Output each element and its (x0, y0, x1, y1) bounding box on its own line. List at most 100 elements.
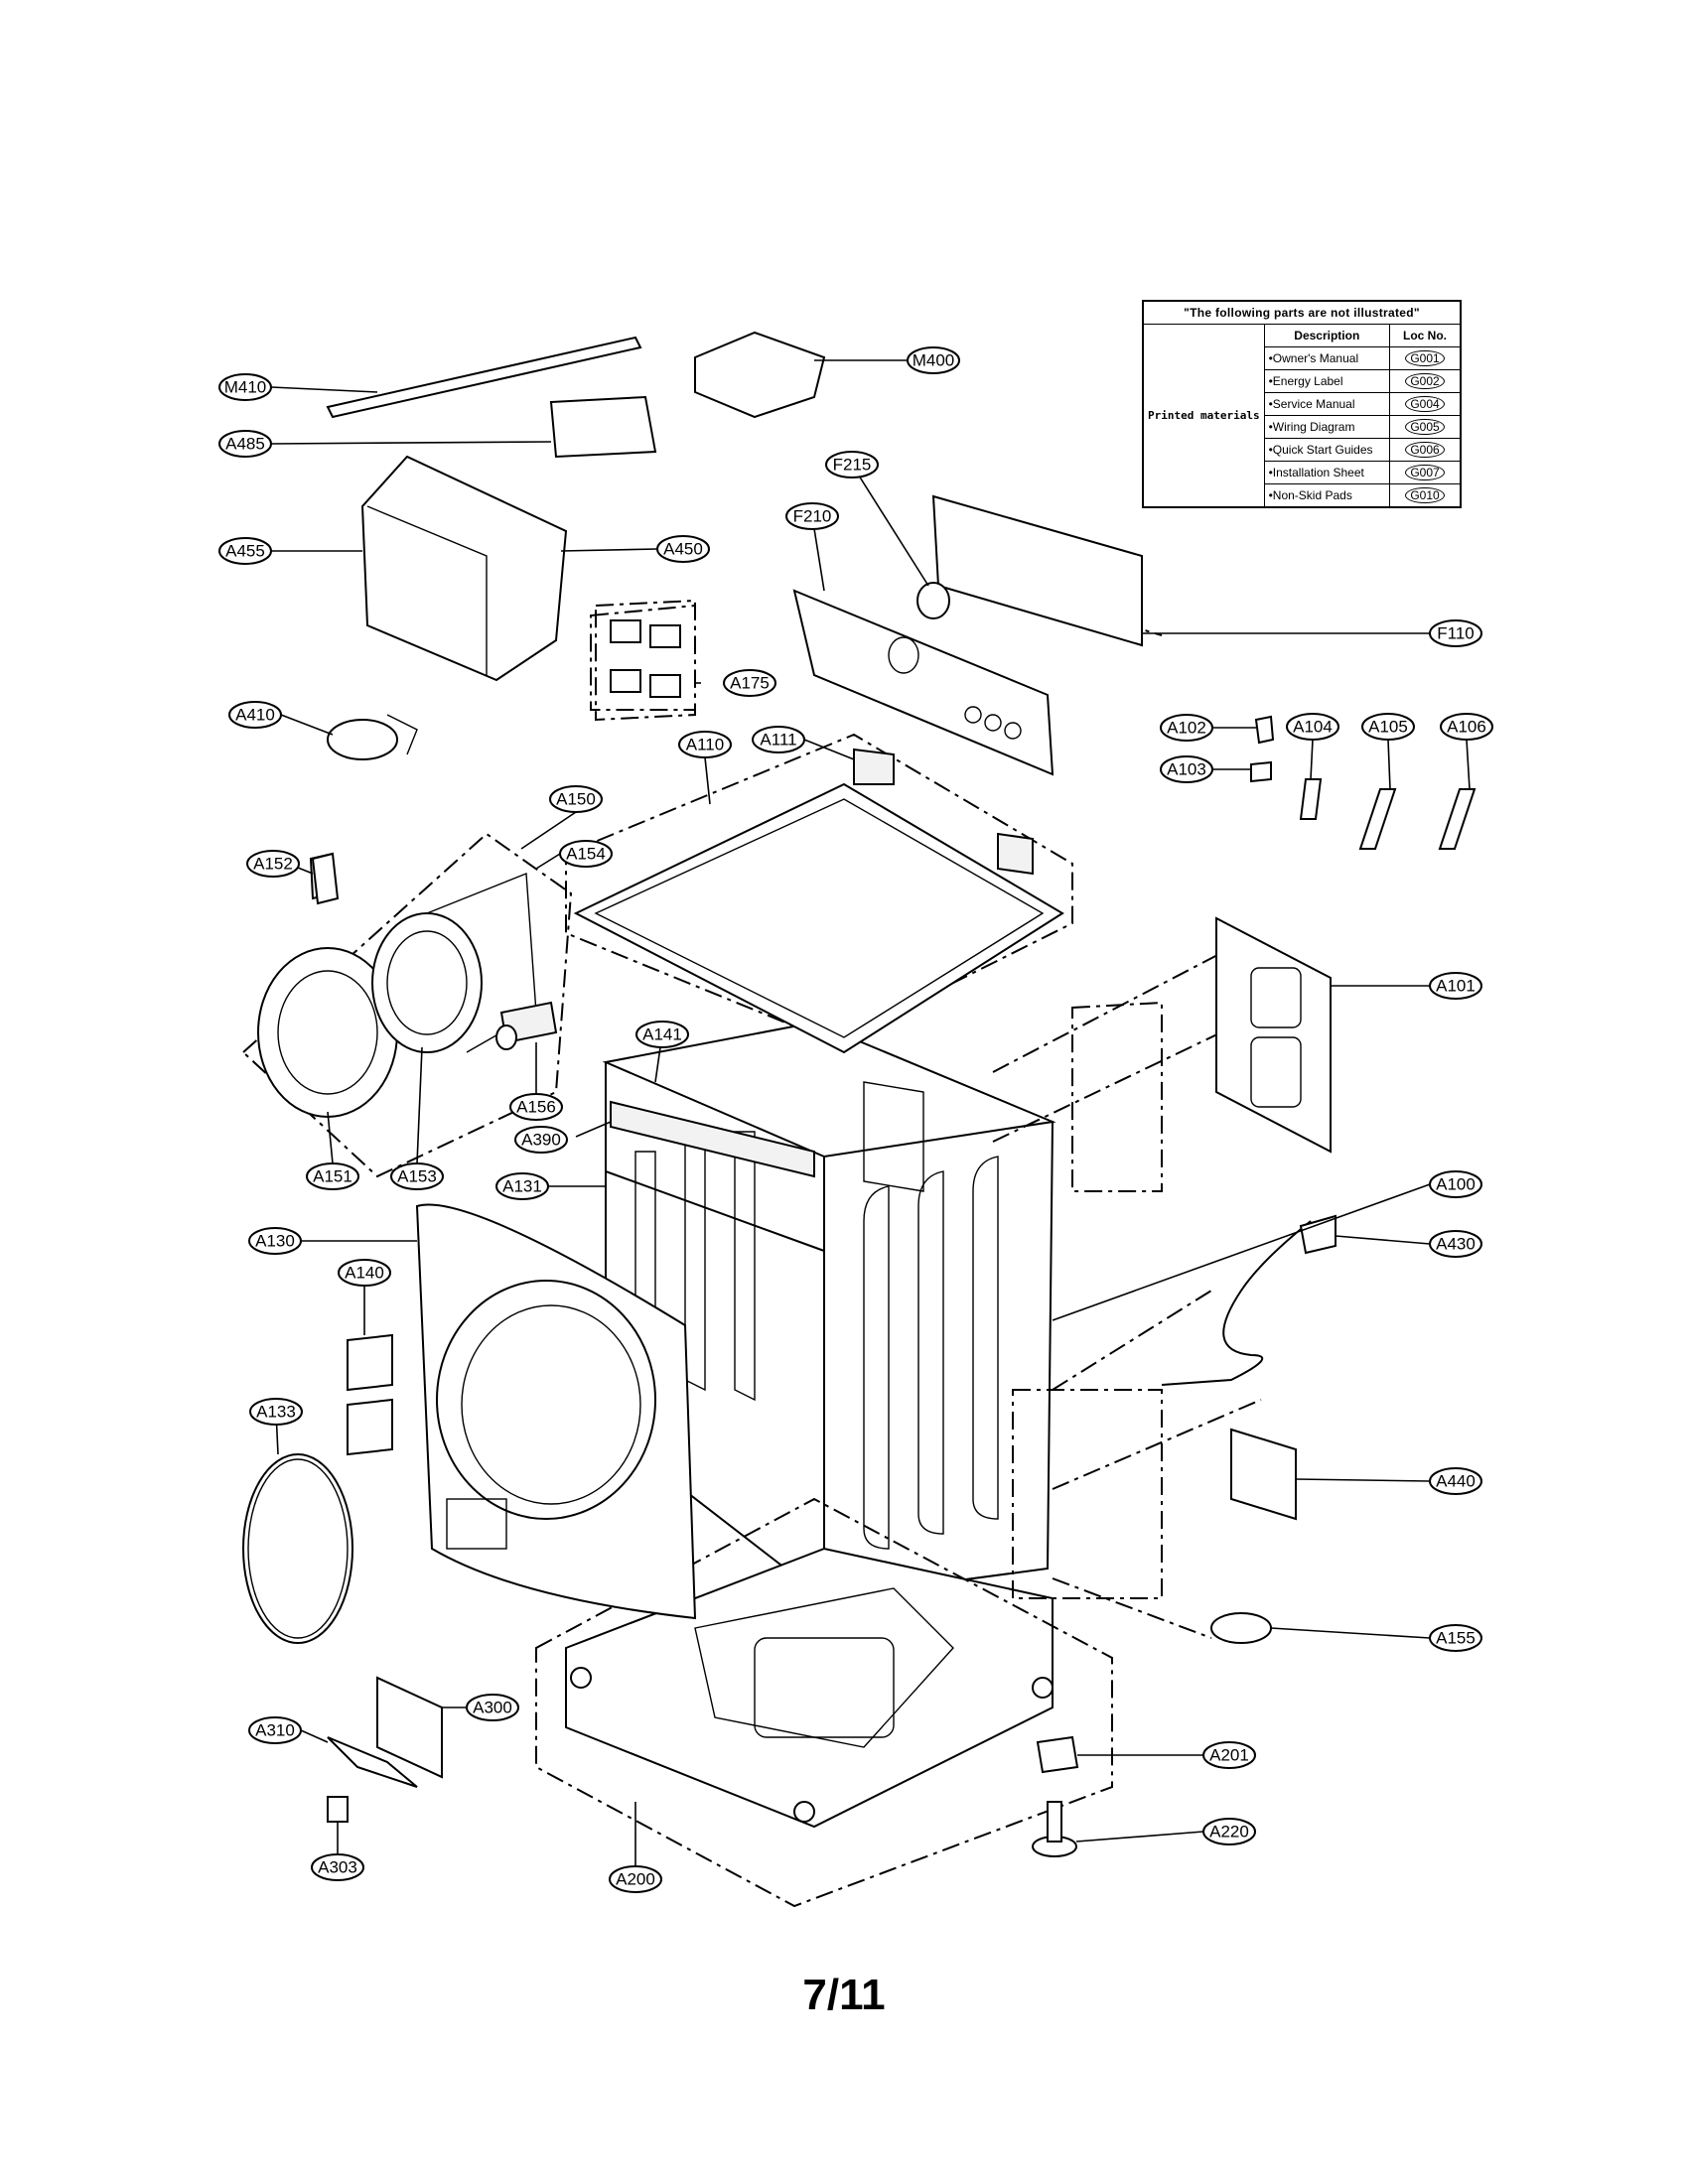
table-row: •Installation Sheet G007 (1143, 461, 1462, 484)
callout-A154: A154 (559, 840, 613, 868)
callout-A220: A220 (1202, 1818, 1256, 1845)
callout-A102: A102 (1160, 714, 1213, 742)
svg-text:A410: A410 (235, 706, 275, 725)
callout-M400: M400 (907, 346, 960, 374)
svg-text:A200: A200 (616, 1870, 655, 1889)
callout-A175: A175 (723, 669, 776, 697)
svg-text:A111: A111 (760, 731, 796, 750)
table-header: "The following parts are not illustrated… (1142, 300, 1462, 325)
callout-A485: A485 (218, 430, 272, 458)
row-description: •Wiring Diagram (1263, 415, 1391, 439)
svg-text:A150: A150 (556, 790, 596, 809)
svg-text:A220: A220 (1209, 1823, 1249, 1842)
svg-text:A151: A151 (313, 1167, 352, 1186)
svg-text:A105: A105 (1368, 718, 1408, 737)
svg-text:F210: F210 (793, 507, 832, 526)
door-assembly (415, 1203, 697, 1620)
row-description: •Owner's Manual (1263, 346, 1391, 370)
svg-text:A100: A100 (1436, 1175, 1476, 1194)
callout-A200: A200 (609, 1865, 662, 1893)
svg-text:A300: A300 (473, 1699, 512, 1717)
table-row: •Service Manual G004 (1143, 392, 1462, 416)
callout-A410: A410 (228, 701, 282, 729)
callout-A106: A106 (1440, 713, 1493, 741)
callout-A131: A131 (495, 1172, 549, 1200)
svg-text:F215: F215 (833, 456, 872, 475)
row-description: •Energy Label (1263, 369, 1391, 393)
table-row: •Non-Skid Pads G010 (1143, 483, 1462, 508)
callout-A156: A156 (509, 1093, 563, 1121)
callout-A152: A152 (246, 850, 300, 878)
svg-text:M410: M410 (224, 378, 267, 397)
callout-A104: A104 (1286, 713, 1339, 741)
column-header-loc: Loc No. (1389, 324, 1462, 347)
row-description: •Quick Start Guides (1263, 438, 1391, 462)
row-description: •Non-Skid Pads (1263, 483, 1391, 508)
callout-A201: A201 (1202, 1741, 1256, 1769)
svg-text:A201: A201 (1209, 1746, 1249, 1765)
callout-A133: A133 (249, 1398, 303, 1426)
row-loc: G006 (1405, 442, 1445, 458)
row-loc: G001 (1405, 350, 1445, 366)
svg-text:A303: A303 (318, 1858, 357, 1877)
svg-text:A450: A450 (663, 540, 703, 559)
cabinet-assembly (565, 1021, 1056, 1829)
callout-A430: A430 (1429, 1230, 1482, 1258)
callout-F210: F210 (785, 502, 839, 530)
row-loc: G010 (1405, 487, 1445, 503)
callout-A111: A111 (752, 726, 805, 753)
svg-text:A131: A131 (502, 1177, 542, 1196)
svg-text:A153: A153 (397, 1167, 437, 1186)
row-loc: G005 (1405, 419, 1445, 435)
svg-text:A141: A141 (642, 1025, 682, 1044)
column-header-description: Description (1263, 324, 1391, 347)
svg-text:M400: M400 (913, 351, 955, 370)
svg-text:A110: A110 (686, 736, 724, 754)
svg-text:A390: A390 (521, 1131, 561, 1150)
row-loc: G002 (1405, 373, 1445, 389)
callout-A155: A155 (1429, 1624, 1482, 1652)
callout-A103: A103 (1160, 755, 1213, 783)
svg-text:A455: A455 (225, 542, 265, 561)
svg-text:A102: A102 (1167, 719, 1206, 738)
svg-text:A103: A103 (1167, 760, 1206, 779)
callout-A101: A101 (1429, 972, 1482, 1000)
callout-A140: A140 (338, 1259, 391, 1287)
svg-text:A155: A155 (1436, 1629, 1476, 1648)
callout-A450: A450 (656, 535, 710, 563)
callout-A153: A153 (390, 1162, 444, 1190)
svg-text:A156: A156 (516, 1098, 556, 1117)
callout-F215: F215 (825, 451, 879, 478)
callout-A310: A310 (248, 1716, 302, 1744)
svg-text:A130: A130 (255, 1232, 295, 1251)
callout-A105: A105 (1361, 713, 1415, 741)
leader-lines (270, 359, 1471, 1866)
svg-text:A104: A104 (1293, 718, 1333, 737)
svg-text:A175: A175 (730, 674, 770, 693)
svg-text:A440: A440 (1436, 1472, 1476, 1491)
svg-text:A152: A152 (253, 855, 293, 874)
svg-text:A310: A310 (255, 1721, 295, 1740)
callout-A455: A455 (218, 537, 272, 565)
callout-A300: A300 (466, 1694, 519, 1721)
table-row: •Wiring Diagram G005 (1143, 415, 1462, 439)
callout-A130: A130 (248, 1227, 302, 1255)
page-number: 7/11 (802, 1971, 886, 2019)
tub-front (257, 852, 558, 1118)
svg-text:F110: F110 (1437, 624, 1475, 643)
svg-text:A133: A133 (256, 1403, 296, 1422)
row-loc: G004 (1405, 396, 1445, 412)
callout-M410: M410 (218, 373, 272, 401)
callout-A110: A110 (678, 731, 732, 758)
top-plate (573, 748, 1064, 1054)
row-description: •Service Manual (1263, 392, 1391, 416)
callout-A440: A440 (1429, 1467, 1482, 1495)
callout-F110: F110 (1429, 619, 1482, 647)
small-parts (242, 331, 1477, 1857)
callout-A303: A303 (311, 1853, 364, 1881)
callout-A390: A390 (514, 1126, 568, 1154)
svg-text:A430: A430 (1436, 1235, 1476, 1254)
row-description: •Installation Sheet (1263, 461, 1391, 484)
svg-text:A106: A106 (1447, 718, 1486, 737)
